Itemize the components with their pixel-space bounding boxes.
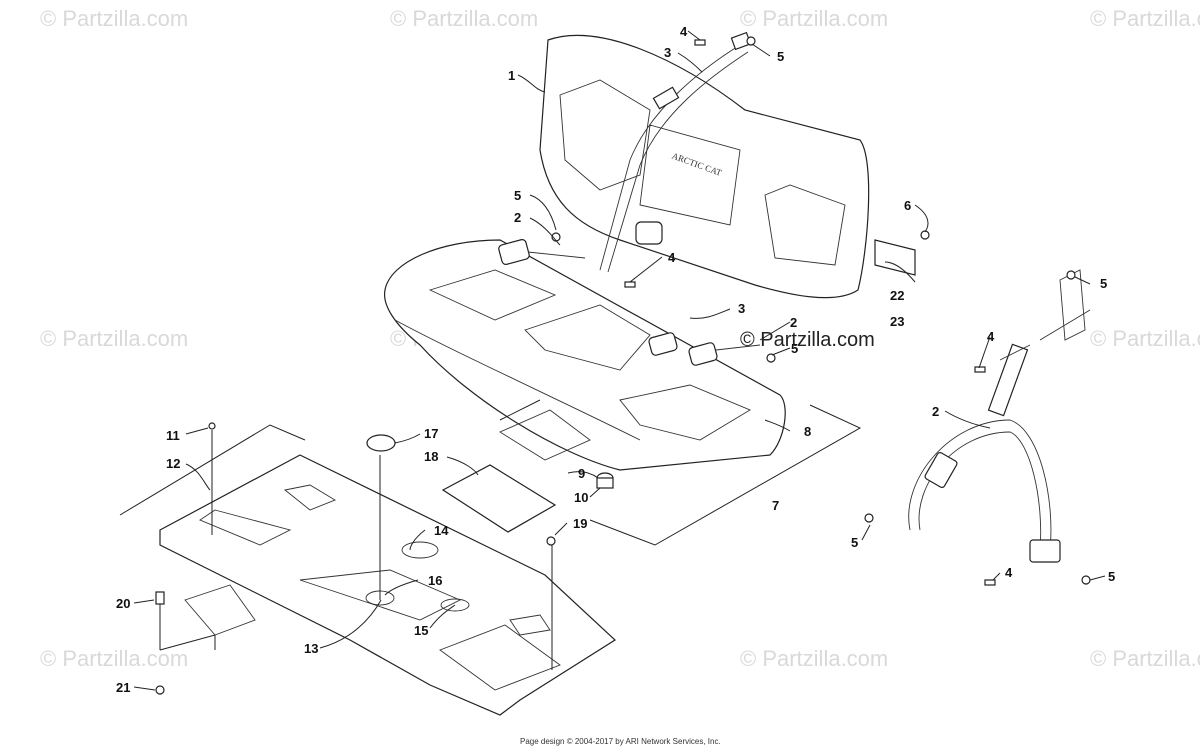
callout-16[interactable]: 16	[428, 573, 442, 588]
watermark: © Partzilla.com	[40, 6, 188, 31]
callout-5[interactable]: 5	[1108, 569, 1115, 584]
callout-22[interactable]: 22	[890, 288, 904, 303]
belt-buckle-right[interactable]	[648, 332, 761, 366]
callout-5[interactable]: 5	[514, 188, 521, 203]
callout-11[interactable]: 11	[166, 428, 180, 443]
callout-9[interactable]: 9	[578, 466, 585, 481]
footer-copyright: Page design © 2004-2017 by ARI Network S…	[520, 737, 721, 746]
callout-17[interactable]: 17	[424, 426, 438, 441]
callout-19[interactable]: 19	[573, 516, 587, 531]
callout-2[interactable]: 2	[932, 404, 939, 419]
callout-5[interactable]: 5	[851, 535, 858, 550]
watermark: © Partzilla.com	[40, 646, 188, 671]
callout-5[interactable]: 5	[1100, 276, 1107, 291]
callout-6[interactable]: 6	[904, 198, 911, 213]
callout-8[interactable]: 8	[804, 424, 811, 439]
watermark: © Partzilla.com	[740, 6, 888, 31]
watermark: © Partzilla.com	[40, 326, 188, 351]
callout-14[interactable]: 14	[434, 523, 449, 538]
callout-3[interactable]: 3	[664, 45, 671, 60]
floor-panel[interactable]	[159, 454, 616, 716]
floor-bracket[interactable]	[184, 584, 256, 636]
callout-4[interactable]: 4	[1005, 565, 1013, 580]
callout-2[interactable]: 2	[514, 210, 521, 225]
seat-cushion[interactable]	[383, 239, 786, 471]
side-seat-belt[interactable]	[908, 269, 1091, 563]
callout-23[interactable]: 23	[890, 314, 904, 329]
callout-21[interactable]: 21	[116, 680, 130, 695]
belt-buckle-left[interactable]	[498, 239, 586, 266]
callout-3[interactable]: 3	[738, 301, 745, 316]
callout-18[interactable]: 18	[424, 449, 438, 464]
lead-line	[159, 634, 216, 651]
watermark: © Partzilla.com	[1090, 326, 1200, 351]
seatback-bracket[interactable]	[874, 239, 916, 276]
callout-4[interactable]: 4	[668, 250, 676, 265]
callout-5[interactable]: 5	[777, 49, 784, 64]
label-pad[interactable]	[499, 409, 591, 461]
callout-10[interactable]: 10	[574, 490, 588, 505]
callout-4[interactable]: 4	[987, 329, 995, 344]
circle-decal[interactable]	[366, 434, 396, 452]
callout-1[interactable]: 1	[508, 68, 515, 83]
callout-12[interactable]: 12	[166, 456, 180, 471]
callout-7[interactable]: 7	[772, 498, 779, 513]
watermark-dark: © Partzilla.com	[740, 329, 875, 351]
watermark: © Partzilla.com	[740, 646, 888, 671]
callout-4[interactable]: 4	[680, 24, 688, 39]
callout-15[interactable]: 15	[414, 623, 428, 638]
bumper-base	[596, 477, 614, 489]
access-plate[interactable]	[441, 464, 557, 533]
seat-back[interactable]: ARCTIC CAT	[539, 34, 870, 299]
callout-5[interactable]: 5	[791, 341, 798, 356]
leader-lines	[133, 30, 1106, 691]
watermark: © Partzilla.com	[1090, 6, 1200, 31]
callout-13[interactable]: 13	[304, 641, 318, 656]
seat-frame-outline	[499, 399, 862, 546]
callout-2[interactable]: 2	[790, 315, 797, 330]
seat-belt-center[interactable]	[599, 31, 752, 273]
callout-numbers: 1 4 3 5 5 2 4 3 2 5 6 22 23 5 4 2 5 4 5 …	[116, 24, 1115, 695]
watermark: © Partzilla.com	[390, 6, 538, 31]
callout-20[interactable]: 20	[116, 596, 130, 611]
watermark: © Partzilla.com	[1090, 646, 1200, 671]
floor-outline	[119, 424, 306, 516]
